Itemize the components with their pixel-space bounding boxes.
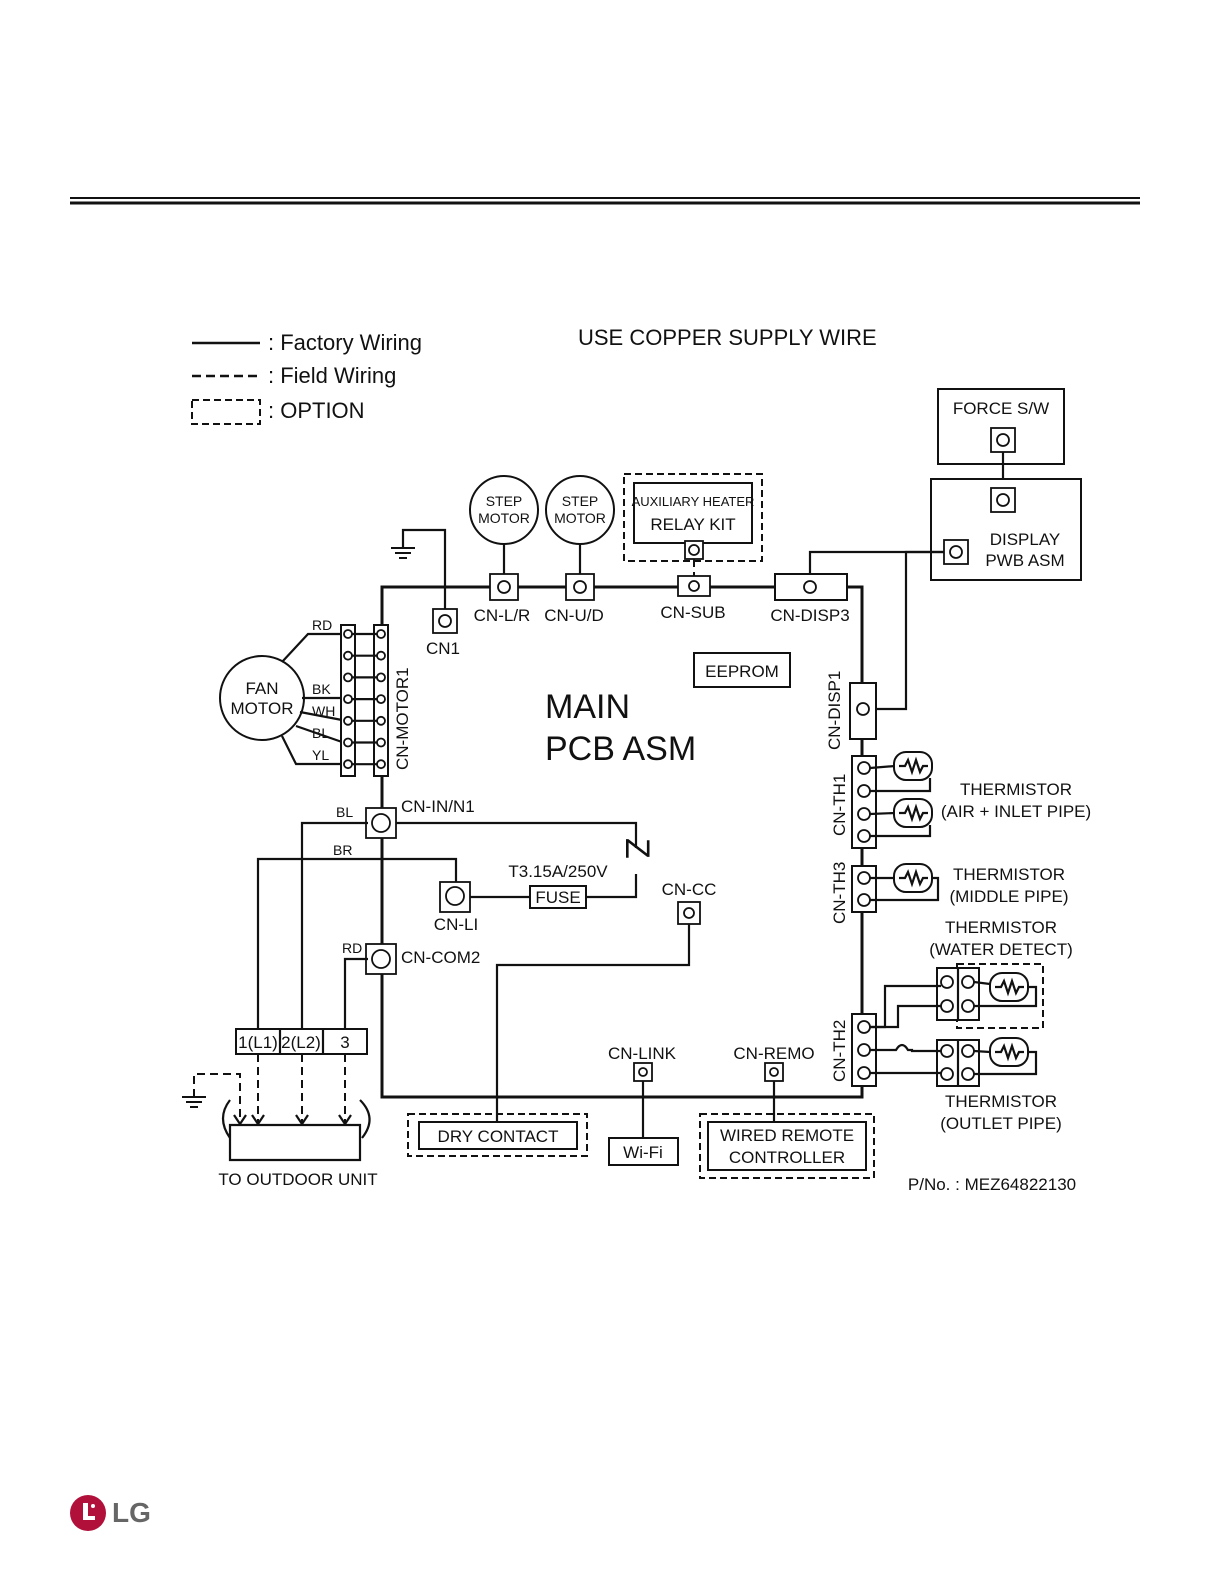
motor-pin: [376, 650, 386, 661]
svg-text:STEP: STEP: [486, 493, 523, 509]
motor-pin: [343, 650, 353, 661]
part-number: P/No. : MEZ64822130: [908, 1175, 1076, 1194]
cn-remo-label: CN-REMO: [733, 1044, 814, 1063]
cn-cc-label: CN-CC: [662, 880, 717, 899]
cn-com2-label: CN-COM2: [401, 948, 480, 967]
z-symbol: Z: [618, 838, 656, 859]
thermistor-4-label: THERMISTOR: [945, 1092, 1057, 1111]
svg-text:AUXILIARY HEATER: AUXILIARY HEATER: [632, 494, 755, 509]
motor-pin: [343, 629, 353, 639]
step-motor-lr: STEP MOTOR CN-L/R: [469, 475, 539, 625]
ground-icon: [391, 528, 447, 612]
cn-li-label: CN-LI: [434, 915, 478, 934]
header-note: USE COPPER SUPPLY WIRE: [578, 325, 877, 350]
svg-text:CN-TH3: CN-TH3: [830, 862, 849, 924]
motor-pin: [376, 672, 386, 683]
lg-logo-icon: [70, 1495, 106, 1531]
eeprom-label: EEPROM: [705, 662, 779, 681]
cn-in-n1-label: CN-IN/N1: [401, 797, 475, 816]
cn-link-label: CN-LINK: [608, 1044, 677, 1063]
wire-bk: BK: [312, 681, 331, 697]
legend-field: : Field Wiring: [268, 363, 396, 388]
cn1-label: CN1: [426, 639, 460, 658]
fuse-label: FUSE: [535, 888, 580, 907]
terminal-2: 2(L2): [281, 1033, 321, 1052]
lg-logo: LG: [70, 1495, 151, 1531]
motor-pin: [376, 694, 386, 704]
svg-text:STEP: STEP: [562, 493, 599, 509]
thermistor-3-label: THERMISTOR: [945, 918, 1057, 937]
wifi-label: Wi-Fi: [623, 1143, 663, 1162]
svg-text:FAN: FAN: [245, 679, 278, 698]
motor-pin: [343, 694, 353, 704]
main-pcb-title-2: PCB ASM: [545, 730, 696, 768]
main-pcb-title-1: MAIN: [545, 688, 630, 726]
thermistor-3-sub: (WATER DETECT): [929, 940, 1073, 959]
motor-pin: [376, 759, 386, 770]
dry-contact-label: DRY CONTACT: [438, 1127, 559, 1146]
force-sw-label: FORCE S/W: [953, 399, 1049, 418]
thermistor-2-sub: (MIDDLE PIPE): [949, 887, 1068, 906]
cn-th1: CN-TH1: [830, 751, 933, 849]
svg-text:RELAY KIT: RELAY KIT: [650, 515, 735, 534]
legend: : Factory Wiring : Field Wiring : OPTION: [191, 330, 422, 425]
wire-yl: YL: [312, 747, 329, 763]
thermistor-4-sub: (OUTLET PIPE): [940, 1114, 1062, 1133]
cn-ud-label: CN-U/D: [544, 606, 604, 625]
wire-wh: WH: [312, 703, 335, 719]
motor-pin: [343, 715, 353, 726]
wired-remote-label-1: WIRED REMOTE: [720, 1126, 854, 1145]
terminal-block: 1(L1) 2(L2) 3 TO OUTDOOR UNIT: [182, 1028, 378, 1189]
motor-pin: [343, 759, 353, 770]
thermistor-2-label: THERMISTOR: [953, 865, 1065, 884]
svg-text:MOTOR: MOTOR: [554, 510, 606, 526]
fan-motor: FAN MOTOR RD BK WH BL YL CN-MOTOR1: [219, 617, 412, 777]
step-motor-ud: STEP MOTOR CN-U/D: [544, 475, 615, 625]
cn-disp3-label: CN-DISP3: [770, 606, 849, 625]
wire-br: BR: [333, 842, 352, 858]
aux-heater-relay-kit: AUXILIARY HEATER RELAY KIT CN-SUB: [623, 473, 763, 622]
wired-remote-label-2: CONTROLLER: [729, 1148, 845, 1167]
display-label-1: DISPLAY: [990, 530, 1061, 549]
cn-motor1-label: CN-MOTOR1: [393, 667, 412, 770]
motor-pin: [343, 672, 353, 683]
cn-disp1-label: CN-DISP1: [825, 671, 844, 750]
legend-option: : OPTION: [268, 398, 365, 423]
svg-text:MOTOR: MOTOR: [478, 510, 530, 526]
wire-bl: BL: [312, 725, 329, 741]
cn-th2: CN-TH2: [830, 984, 941, 1087]
wire-bl2: BL: [336, 804, 353, 820]
svg-text:MOTOR: MOTOR: [231, 699, 294, 718]
svg-text:CN-TH2: CN-TH2: [830, 1020, 849, 1082]
wire-rd2: RD: [342, 940, 362, 956]
terminal-3: 3: [340, 1033, 349, 1052]
cn-sub-label: CN-SUB: [660, 603, 725, 622]
legend-factory: : Factory Wiring: [268, 330, 422, 355]
cn-lr-label: CN-L/R: [474, 606, 531, 625]
to-outdoor-label: TO OUTDOOR UNIT: [218, 1170, 377, 1189]
lg-logo-text: LG: [112, 1497, 151, 1528]
thermistor-1-label: THERMISTOR: [960, 780, 1072, 799]
motor-pin: [376, 715, 386, 726]
cn-th3: CN-TH3: [830, 862, 940, 924]
svg-text:CN-TH1: CN-TH1: [830, 774, 849, 836]
display-label-2: PWB ASM: [985, 551, 1064, 570]
header-rule: [70, 197, 1140, 205]
wire-rd: RD: [312, 617, 332, 633]
motor-pin: [376, 737, 386, 748]
motor-pin: [343, 737, 353, 748]
fuse-rating: T3.15A/250V: [508, 862, 608, 881]
eeprom-box: [693, 652, 791, 688]
motor-pin: [376, 629, 386, 639]
terminal-1: 1(L1): [238, 1033, 278, 1052]
thermistor-1-sub: (AIR + INLET PIPE): [941, 802, 1091, 821]
